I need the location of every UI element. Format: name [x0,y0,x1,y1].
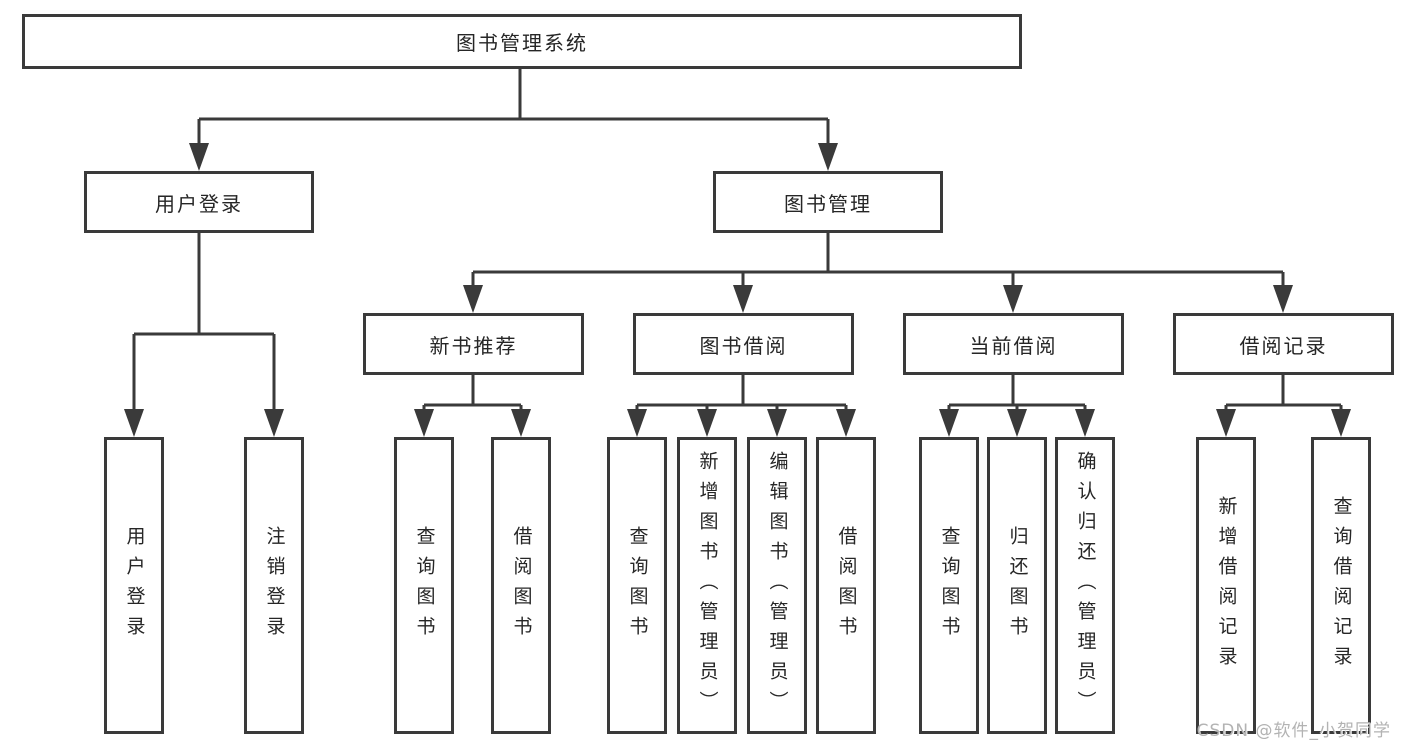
arrowhead [414,409,434,437]
leaf-label: 新增借阅记录 [1215,495,1238,676]
node-label: 借阅记录 [1239,333,1328,358]
arrowhead [627,409,647,437]
arrowhead [697,409,717,437]
leaf-query-borrow-record: 查询借阅记录 [1311,437,1371,734]
leaf-label: 编辑图书（管理员） [766,450,789,721]
node-new-book-recommend: 新书推荐 [363,313,584,375]
node-book-borrow: 图书借阅 [633,313,854,375]
arrowhead [733,285,753,313]
node-label: 当前借阅 [969,333,1058,358]
csdn-watermark: CSDN @软件_小贺同学 [1196,721,1391,741]
leaf-label: 归还图书 [1006,525,1029,646]
arrowhead [836,409,856,437]
node-label: 图书借阅 [699,333,788,358]
arrowhead [511,409,531,437]
leaf-add-book-admin: 新增图书（管理员） [677,437,737,734]
arrowhead [1007,409,1027,437]
arrowhead [463,285,483,313]
wire-book-borrow [635,375,848,412]
leaf-edit-book-admin: 编辑图书（管理员） [747,437,807,734]
leaf-label: 查询图书 [626,525,649,646]
arrowhead [189,143,209,171]
leaf-add-borrow-record: 新增借阅记录 [1196,437,1256,734]
node-label: 图书管理 [784,191,872,216]
leaf-label: 新增图书（管理员） [696,450,719,721]
arrowhead [1216,409,1236,437]
leaf-borrow-book: 借阅图书 [816,437,876,734]
leaf-query-book-current: 查询图书 [919,437,979,734]
arrowhead [1075,409,1095,437]
node-book-management: 图书管理 [713,171,943,233]
arrowhead [1273,285,1293,313]
wire-current-borrow [947,375,1087,412]
arrowhead [818,143,838,171]
leaf-label: 借阅图书 [835,525,858,646]
arrowhead [264,409,284,437]
leaf-label: 查询借阅记录 [1330,495,1353,676]
wire-borrow-record [1224,375,1343,412]
node-current-borrow: 当前借阅 [903,313,1124,375]
leaf-query-book-newbook: 查询图书 [394,437,454,734]
leaf-logout: 注销登录 [244,437,304,734]
leaf-label: 查询图书 [938,525,961,646]
leaf-user-login: 用户登录 [104,437,164,734]
wire-book-management [471,233,1285,288]
wire-user-login [132,232,276,412]
arrowhead [1331,409,1351,437]
leaf-return-book: 归还图书 [987,437,1047,734]
leaf-query-book-borrow: 查询图书 [607,437,667,734]
leaf-label: 查询图书 [413,525,436,646]
node-label: 用户登录 [155,191,243,216]
node-root-system: 图书管理系统 [22,14,1022,69]
arrowhead [767,409,787,437]
node-borrow-record: 借阅记录 [1173,313,1394,375]
arrowhead [1003,285,1023,313]
node-label: 新书推荐 [429,333,518,358]
node-user-login: 用户登录 [84,171,314,233]
leaf-confirm-return-admin: 确认归还（管理员） [1055,437,1115,734]
leaf-label: 确认归还（管理员） [1074,450,1097,721]
leaf-label: 注销登录 [263,525,286,646]
leaf-borrow-book-newbook: 借阅图书 [491,437,551,734]
leaf-label: 借阅图书 [510,525,533,646]
node-label: 图书管理系统 [456,31,588,55]
wire-root [197,69,830,146]
arrowhead [939,409,959,437]
arrowhead [124,409,144,437]
wire-new-book [422,375,523,412]
leaf-label: 用户登录 [123,525,146,646]
